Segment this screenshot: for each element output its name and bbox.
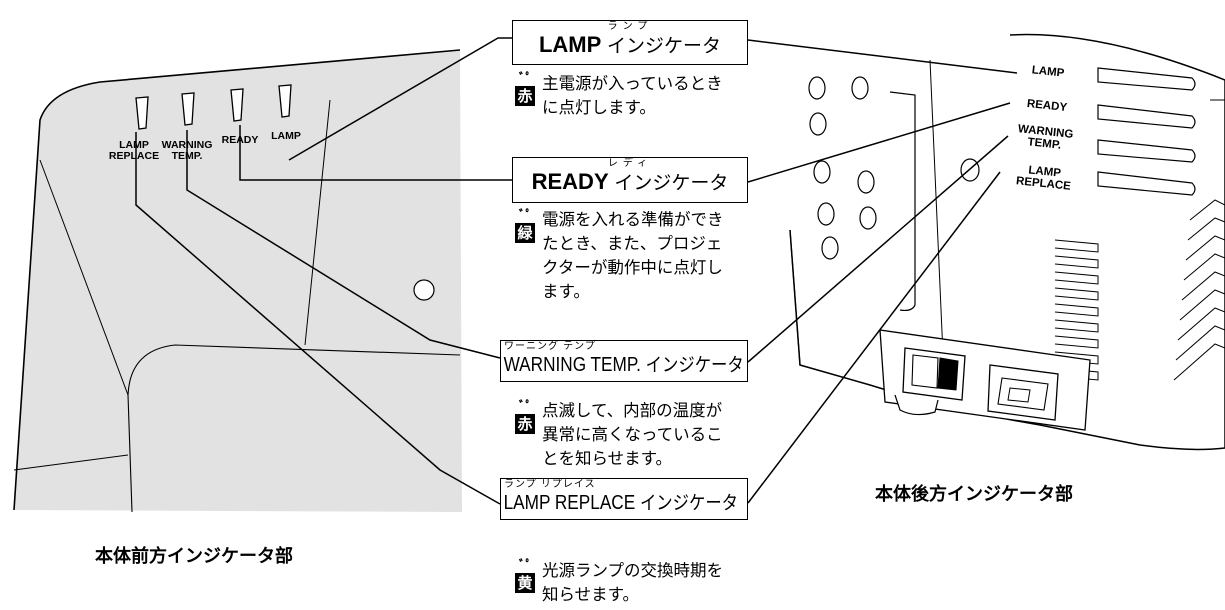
ready-color-badge: ﾞﾟ 緑 <box>514 209 536 243</box>
rear-lamp-led-icon <box>1097 67 1196 91</box>
blinking-indicator-icon: ﾞﾟ <box>519 400 532 415</box>
lamp-color-badge: ﾞﾟ 赤 <box>514 72 536 106</box>
callout-ready-indicator: レディ READY インジケータ <box>512 157 748 203</box>
callout-warning-ruby: ワーニング テンプ <box>504 341 596 352</box>
warning-color-chip: 赤 <box>515 414 535 434</box>
front-label-lamp-replace: LAMP REPLACE <box>108 139 160 162</box>
lamp-color-chip: 赤 <box>515 86 535 106</box>
rear-ready-led-icon <box>1097 104 1196 129</box>
warning-color-badge: ﾞﾟ 赤 <box>514 400 536 434</box>
callout-warning-suffix: インジケータ <box>645 354 744 376</box>
lamp-replace-color-badge: ﾞﾟ 黄 <box>514 559 536 593</box>
leader-lines <box>135 37 1018 505</box>
callout-ready-title: READY <box>531 169 609 194</box>
lamp-replace-description: 光源ランプの交換時期を 知らせます。 <box>542 561 724 604</box>
lamp-replace-color-chip: 黄 <box>515 573 535 593</box>
lamp-description: 主電源が入っているとき に点灯します。 <box>542 74 723 117</box>
rear-panel-caption: 本体後方インジケータ部 <box>875 484 1073 505</box>
front-lamp-led-icon <box>278 84 292 118</box>
rear-warning-temp-led-icon <box>1097 139 1196 163</box>
blinking-indicator-icon: ﾞﾟ <box>519 72 532 87</box>
front-panel-caption: 本体前方インジケータ部 <box>95 546 293 567</box>
callout-warning-title: WARNING TEMP. <box>503 354 641 376</box>
rear-lamp-replace-led-icon <box>1097 171 1196 196</box>
front-label-warning-temp: WARNING TEMP. <box>161 139 213 162</box>
callout-lamp-title: LAMP <box>538 32 601 57</box>
front-lamp-replace-led-icon <box>135 96 149 130</box>
callout-lamp-replace-ruby: ランプ リプレイス <box>504 479 596 490</box>
callout-lamp-replace-indicator: ランプ リプレイス LAMP REPLACE インジケータ <box>500 478 748 520</box>
front-panel-illustration <box>13 49 462 513</box>
front-label-ready: READY <box>221 134 259 146</box>
callout-lamp-ruby: ランプ <box>607 21 653 32</box>
callout-lamp-replace-suffix: インジケータ <box>639 492 739 514</box>
ready-color-chip: 緑 <box>515 223 535 243</box>
front-panel-hole-icon <box>413 279 435 301</box>
front-warning-temp-led-icon <box>181 92 195 126</box>
callout-ready-suffix: インジケータ <box>614 172 729 194</box>
callout-warning-temp-indicator: ワーニング テンプ WARNING TEMP. インジケータ <box>500 340 748 382</box>
front-label-lamp: LAMP <box>271 130 301 142</box>
blinking-indicator-icon: ﾞﾟ <box>519 559 532 574</box>
warning-description: 点滅して、内部の温度が 異常に高くなっているこ とを知らせます。 <box>542 401 723 468</box>
callout-ready-ruby: レディ <box>607 158 653 169</box>
callout-lamp-replace-title: LAMP REPLACE <box>503 492 636 514</box>
blinking-indicator-icon: ﾞﾟ <box>519 209 532 224</box>
callout-lamp-suffix: インジケータ <box>607 35 722 57</box>
ready-description: 電源を入れる準備ができ たとき、また、プロジェ クターが動作中に点灯し ます。 <box>542 210 724 301</box>
callout-lamp-indicator: ランプ LAMP インジケータ <box>512 20 748 65</box>
rear-panel-illustration <box>789 33 1225 451</box>
front-ready-led-icon <box>230 88 244 122</box>
